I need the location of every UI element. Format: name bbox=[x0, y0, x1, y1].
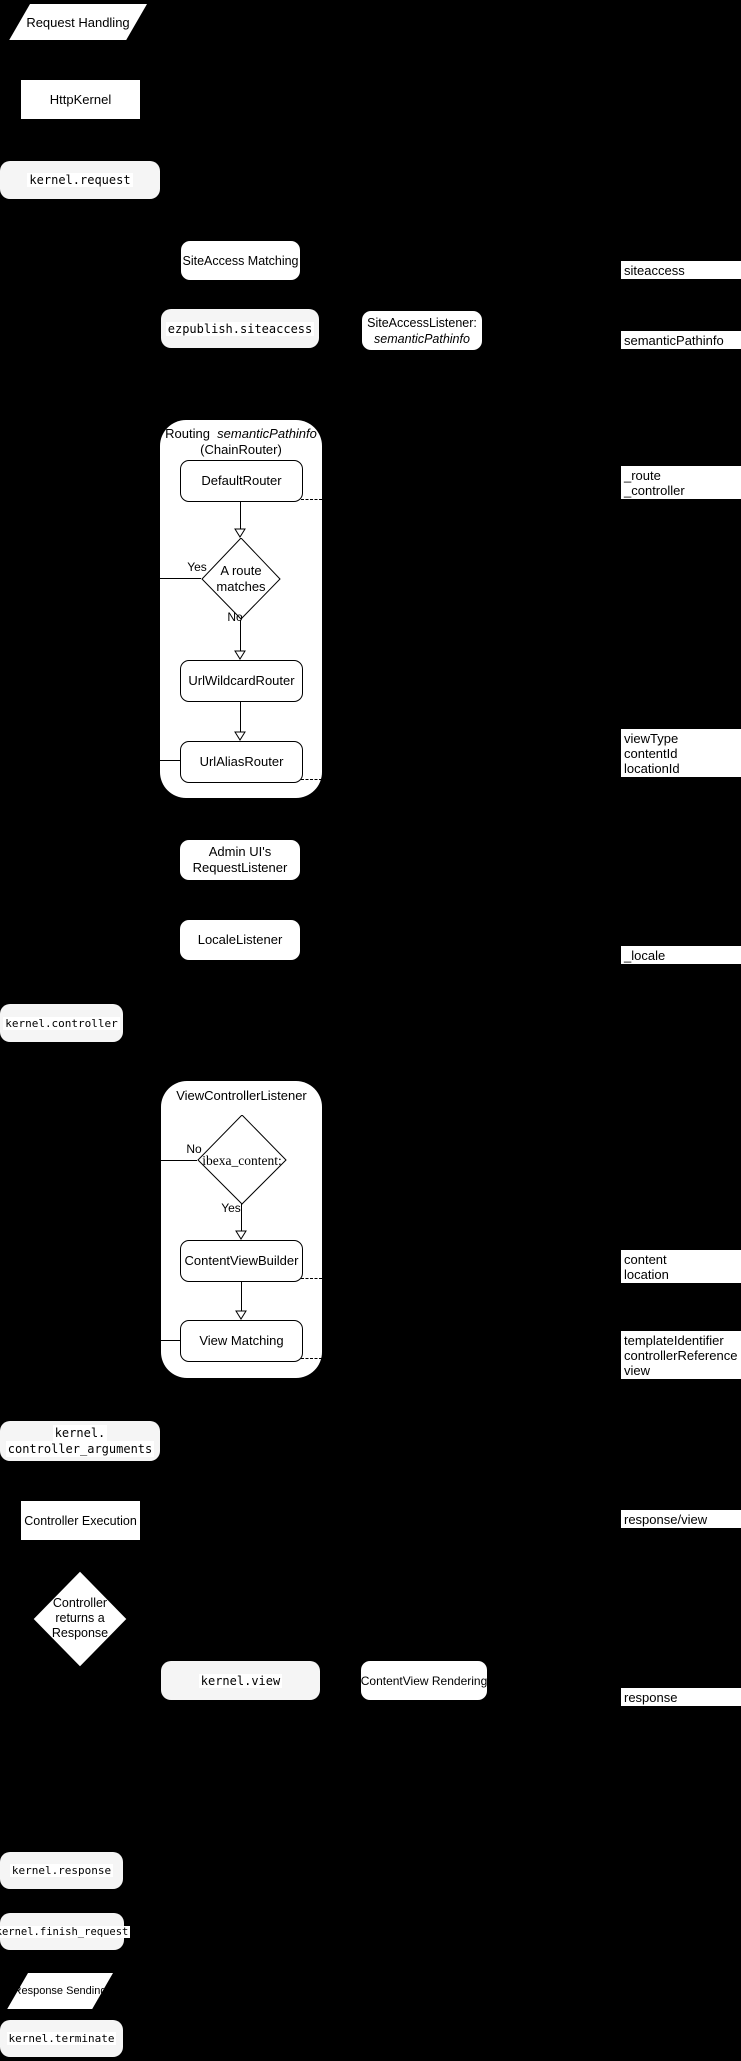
annotation-response-view: response/view bbox=[621, 1510, 741, 1528]
arrowhead-icon bbox=[234, 528, 246, 538]
controller-execution-box: Controller Execution bbox=[21, 1501, 140, 1540]
annotation-controller-reference: controllerReference bbox=[624, 1348, 738, 1363]
view-controller-listener-title: ViewControllerListener bbox=[176, 1088, 307, 1103]
response-decision-line1: Controller bbox=[52, 1596, 108, 1610]
connector-dashed-line bbox=[301, 1358, 322, 1359]
route-matches-label: A route matches bbox=[201, 563, 281, 595]
response-decision-line3: Response bbox=[51, 1626, 109, 1640]
ezpublish-siteaccess-event: ezpublish.siteaccess bbox=[161, 309, 319, 348]
request-handling-label: Request Handling bbox=[26, 14, 130, 30]
connector-line bbox=[240, 700, 241, 732]
admin-request-listener-box: Admin UI's RequestListener bbox=[180, 840, 300, 880]
url-wildcard-router-box: UrlWildcardRouter bbox=[180, 660, 303, 702]
kernel-finish-request-label: kernel.finish_request bbox=[0, 1925, 131, 1938]
siteaccess-matching-box: SiteAccess Matching bbox=[181, 241, 300, 280]
annotation-route: _route bbox=[624, 468, 661, 483]
response-decision-line2: returns a bbox=[55, 1611, 105, 1625]
annotation-controller: _controller bbox=[624, 483, 685, 498]
kernel-controller-arguments-event: kernel. controller_arguments bbox=[0, 1421, 160, 1461]
annotation-template-controller: templateIdentifier controllerReference bbox=[621, 1331, 741, 1364]
connector-dashed-line bbox=[301, 779, 322, 780]
annotation-content-location: content location bbox=[621, 1250, 741, 1283]
kernel-controller-arguments-line1: kernel. bbox=[52, 1425, 108, 1441]
kernel-response-label: kernel.response bbox=[9, 1864, 114, 1877]
kernel-controller-label: kernel.controller bbox=[3, 1016, 120, 1030]
connector-line bbox=[241, 1280, 242, 1311]
annotation-siteaccess: siteaccess bbox=[621, 261, 741, 279]
content-view-builder-box: ContentViewBuilder bbox=[180, 1240, 303, 1282]
connector-line bbox=[161, 1160, 197, 1161]
http-kernel-box: HttpKernel bbox=[21, 80, 140, 119]
connector-line bbox=[161, 1340, 180, 1341]
arrowhead-icon bbox=[234, 650, 246, 660]
annotation-view-type: viewType bbox=[624, 731, 679, 746]
kernel-view-event: kernel.view bbox=[161, 1661, 320, 1700]
route-matches-line2: matches bbox=[216, 579, 266, 594]
ibexa-content-label: ibexa_content: bbox=[202, 1153, 282, 1168]
arrowhead-icon bbox=[235, 1230, 247, 1240]
ibexa-no-label: No bbox=[186, 1142, 202, 1156]
annotation-location: location bbox=[624, 1267, 669, 1282]
connector-line bbox=[160, 578, 201, 579]
ezpublish-siteaccess-label: ezpublish.siteaccess bbox=[165, 321, 315, 336]
kernel-terminate-label: kernel.terminate bbox=[6, 2032, 117, 2045]
kernel-response-event: kernel.response bbox=[0, 1852, 123, 1889]
connector-line bbox=[240, 620, 241, 651]
connector-dashed-line bbox=[301, 1278, 322, 1279]
annotation-semantic-pathinfo: semanticPathinfo bbox=[621, 331, 741, 349]
kernel-request-event: kernel.request bbox=[0, 161, 160, 199]
connector-line bbox=[160, 760, 180, 761]
routing-title-prefix: Routing bbox=[165, 426, 214, 441]
route-yes-label: Yes bbox=[187, 560, 207, 574]
url-alias-router-box: UrlAliasRouter bbox=[180, 741, 303, 783]
ibexa-yes-label: Yes bbox=[221, 1201, 241, 1215]
ibexa-content-diamond bbox=[197, 1115, 287, 1205]
route-no-label: No bbox=[227, 610, 243, 624]
contentview-rendering-box: ContentView Rendering bbox=[361, 1661, 487, 1700]
annotation-locale: _locale bbox=[621, 946, 741, 964]
annotation-template-identifier: templateIdentifier bbox=[624, 1333, 724, 1348]
kernel-controller-arguments-line2: controller_arguments bbox=[5, 1441, 155, 1457]
annotation-view-params: viewType contentId locationId bbox=[621, 729, 741, 777]
default-router-box: DefaultRouter bbox=[180, 460, 303, 502]
arrowhead-icon bbox=[234, 731, 246, 741]
routing-title-italic: semanticPathinfo bbox=[217, 426, 317, 441]
locale-listener-box: LocaleListener bbox=[180, 920, 300, 960]
kernel-controller-event: kernel.controller bbox=[0, 1004, 123, 1042]
kernel-finish-request-event: kernel.finish_request bbox=[0, 1913, 131, 1950]
annotation-location-id: locationId bbox=[624, 761, 680, 776]
route-matches-line1: A route bbox=[220, 563, 262, 578]
controller-returns-response-diamond bbox=[32, 1571, 128, 1668]
annotation-route-controller: _route _controller bbox=[621, 466, 741, 499]
kernel-request-label: kernel.request bbox=[27, 173, 133, 187]
connector-line bbox=[241, 1204, 242, 1231]
annotation-view: view bbox=[621, 1361, 741, 1379]
routing-title: Routing semanticPathinfo (ChainRouter) bbox=[160, 426, 322, 458]
connector-dashed-line bbox=[301, 499, 322, 500]
annotation-content-id: contentId bbox=[624, 746, 678, 761]
routing-title-line2: (ChainRouter) bbox=[200, 442, 282, 457]
annotation-response: response bbox=[621, 1688, 741, 1706]
view-matching-box: View Matching bbox=[180, 1320, 303, 1362]
response-sending-label: Response Sending bbox=[13, 1985, 107, 1997]
kernel-view-label: kernel.view bbox=[198, 1673, 283, 1688]
connector-line bbox=[240, 500, 241, 529]
kernel-terminate-event: kernel.terminate bbox=[0, 2020, 123, 2057]
siteaccess-listener-box: SiteAccessListener: semanticPathinfo bbox=[362, 311, 482, 350]
arrowhead-icon bbox=[235, 1310, 247, 1320]
admin-request-listener-line2: RequestListener bbox=[192, 860, 288, 875]
siteaccess-listener-line1: SiteAccessListener: bbox=[367, 315, 477, 330]
route-matches-diamond bbox=[201, 538, 281, 620]
siteaccess-listener-line2: semanticPathinfo bbox=[374, 331, 470, 346]
admin-request-listener-line1: Admin UI's bbox=[208, 844, 272, 859]
controller-returns-response-label: Controller returns a Response bbox=[32, 1596, 128, 1641]
annotation-content: content bbox=[624, 1252, 667, 1267]
